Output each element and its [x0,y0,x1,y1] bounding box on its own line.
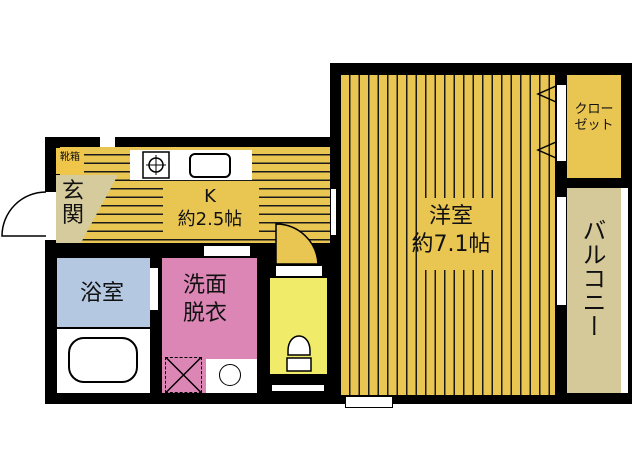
washing-machine-space [165,357,202,393]
toilet-window [272,385,324,391]
washroom-door[interactable] [204,246,250,256]
kitchen-window[interactable] [330,188,337,236]
bathtub-icon [68,337,138,383]
toilet-door[interactable] [276,266,322,276]
western-room-window[interactable] [345,396,393,408]
closet-name-2: ゼット [574,118,614,134]
bathroom: 浴室 [57,258,150,327]
closet-name-1: クロー [574,102,614,117]
stove-icon [142,151,170,179]
entrance-label: 玄 関 [58,179,88,229]
washroom-name-2: 脱衣 [182,300,227,326]
kitchen-name: K [204,186,216,207]
washbasin-icon [219,364,241,386]
western-room-size: 約7.1帖 [411,231,491,257]
toilet-icon [286,335,312,372]
sink-icon [189,153,231,178]
washroom-label: 洗面 脱衣 [170,272,240,327]
washroom-name-1: 洗面 [182,273,227,298]
western-room-name: 洋室 [428,204,473,229]
kitchen-size: 約2.5帖 [177,208,243,230]
wall-notch [100,137,115,150]
balcony-label: バルコニー [578,218,606,338]
balcony-window[interactable] [556,196,567,306]
front-door-swing-icon [1,191,47,237]
shoe-box-label: 靴箱 [60,152,80,163]
closet: クロー ゼット [567,75,621,178]
shoe-box: 靴箱 [56,148,84,174]
entrance-name-1: 玄 [61,179,84,204]
western-room-label: 洋室 約7.1帖 [401,203,501,258]
toilet-door-swing-icon [275,223,319,265]
closet-door[interactable] [556,84,567,162]
bathroom-door[interactable] [150,268,158,310]
entrance-name-2: 関 [61,203,84,229]
western-room: 洋室 約7.1帖 [341,75,555,395]
front-door[interactable] [45,192,56,240]
bathroom-label: 浴室 [79,281,124,306]
closet-door-swing-icon [536,85,557,159]
kitchen-label: K 約2.5帖 [150,186,270,231]
balcony: バルコニー [567,188,621,393]
